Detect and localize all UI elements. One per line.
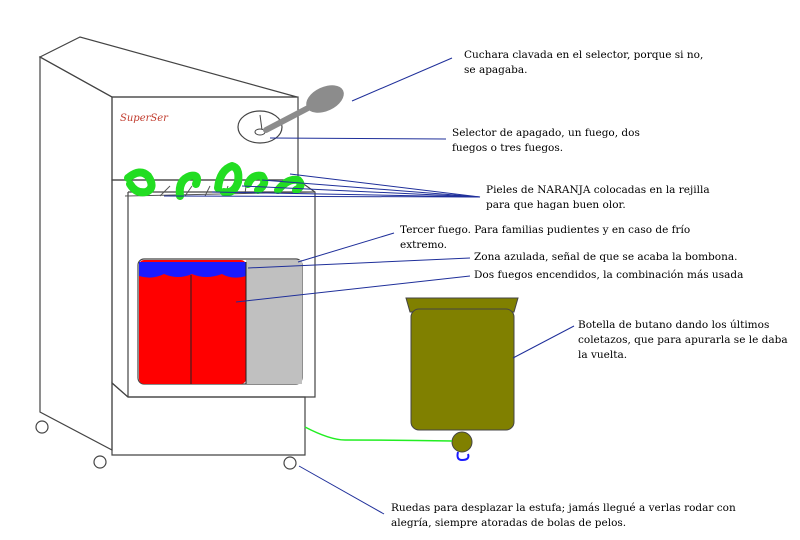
orange-peel xyxy=(124,168,156,197)
annotation-two-fires: Dos fuegos encendidos, la combinación má… xyxy=(474,269,744,281)
annotation-third-fire: Tercer fuego. Para familias pudientes y … xyxy=(400,224,691,251)
gas-hose xyxy=(304,426,453,442)
selector-needle xyxy=(259,114,263,131)
annotation-wheels: Ruedas para desplazar la estufa; jamás l… xyxy=(391,502,736,529)
butane-bottle xyxy=(405,297,519,462)
blue-zone xyxy=(139,262,246,278)
leader-peels xyxy=(163,195,481,198)
leader-selector xyxy=(269,137,447,140)
leader-peels xyxy=(211,191,481,198)
bottle-body xyxy=(410,308,515,431)
bottle-valve xyxy=(451,431,473,453)
leader-peels xyxy=(241,185,481,198)
annotation-spoon: Cuchara clavada en el selector, porque s… xyxy=(464,49,704,76)
annotation-peels: Pieles de NARANJA colocadas en la rejill… xyxy=(486,184,710,211)
leader-lines xyxy=(163,57,575,515)
valve-connector xyxy=(456,451,470,462)
leader-peels xyxy=(289,173,481,198)
wheel-icon xyxy=(283,456,297,470)
heater-side xyxy=(39,55,113,451)
annotation-bottle: Botella de butano dando los últimos cole… xyxy=(578,319,788,361)
heater-base xyxy=(111,381,306,456)
annotation-selector: Selector de apagado, un fuego, dos fuego… xyxy=(452,127,640,154)
third-burner-off xyxy=(246,260,302,384)
heater-top xyxy=(38,36,298,98)
leader-spoon xyxy=(351,57,453,102)
selector-dial xyxy=(237,110,283,144)
spoon-icon xyxy=(263,85,344,133)
grate-bar xyxy=(124,191,316,197)
orange-peel xyxy=(214,162,243,197)
flames-two-lit xyxy=(139,260,246,384)
orange-peels xyxy=(124,162,305,200)
selector-dial-ring xyxy=(237,110,283,144)
leader-blue-zone xyxy=(247,257,471,269)
wheel-icon xyxy=(35,420,49,434)
orange-peel xyxy=(244,171,269,194)
burner-window xyxy=(137,258,303,385)
leader-wheels xyxy=(298,465,385,515)
spoon-handle xyxy=(263,104,313,133)
leader-peels xyxy=(261,179,481,198)
heater-wheels xyxy=(35,420,297,470)
leader-two-fires xyxy=(235,275,471,303)
grate-bar xyxy=(204,185,211,197)
heater-brand-logo: SuperSer xyxy=(120,113,168,124)
grate-bar xyxy=(184,185,193,197)
leader-third-fire xyxy=(297,232,395,263)
leader-bottle xyxy=(512,325,575,359)
wheel-icon xyxy=(93,455,107,469)
heater-body xyxy=(38,36,316,456)
grate-bar xyxy=(159,185,171,197)
annotation-blue-zone: Zona azulada, señal de que se acaba la b… xyxy=(474,251,738,263)
orange-peel xyxy=(175,171,202,200)
spoon-bowl xyxy=(306,85,344,113)
orange-peel xyxy=(274,175,305,194)
